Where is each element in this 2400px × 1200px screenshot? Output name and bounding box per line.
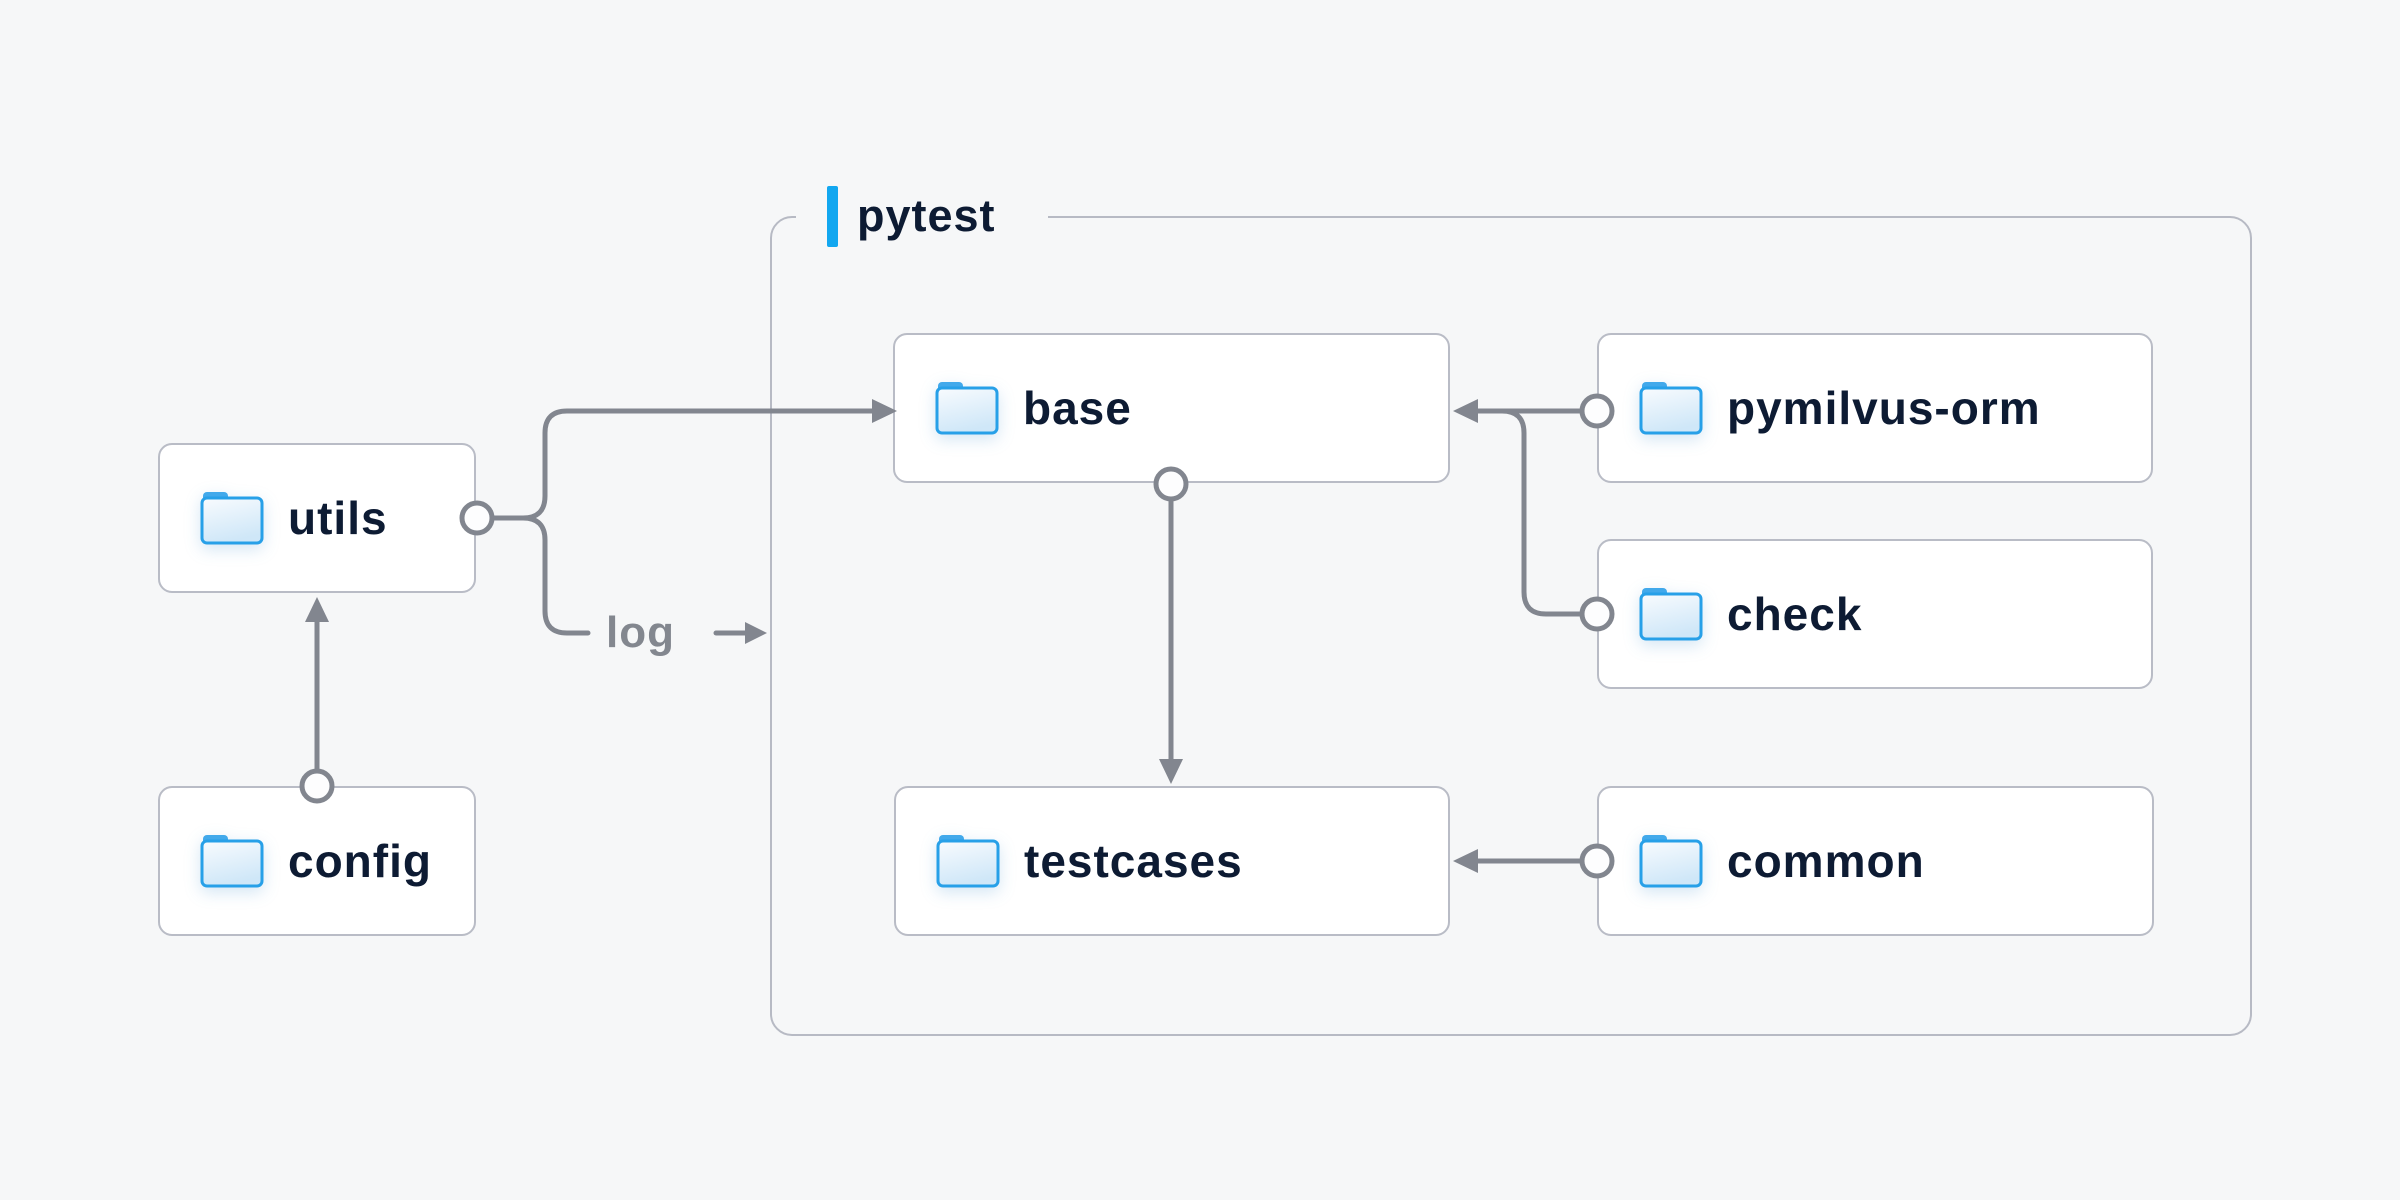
node-common: common [1597, 786, 2154, 936]
edge-config-utils [299, 597, 335, 804]
label-accent-bar [827, 186, 838, 247]
folder-icon [935, 382, 999, 435]
node-label: pymilvus-orm [1727, 382, 2041, 434]
folder-icon [200, 492, 264, 545]
pytest-group-container [770, 216, 2252, 1036]
node-label: config [288, 835, 432, 887]
node-testcases: testcases [894, 786, 1450, 936]
node-config: config [158, 786, 476, 936]
folder-icon [936, 835, 1000, 888]
container-label-mask [796, 209, 1048, 225]
container-label: pytest [857, 190, 996, 241]
folder-icon [1639, 382, 1703, 435]
edge-utils-log [489, 515, 767, 644]
edge-check-base [1499, 408, 1615, 632]
edge-label-log: log [606, 608, 675, 657]
edge-base-testcases [1153, 466, 1189, 784]
folder-icon [1639, 588, 1703, 641]
node-label: common [1727, 835, 1925, 887]
edge-common-testcases [1453, 843, 1615, 879]
node-utils: utils [158, 443, 476, 593]
node-label: utils [288, 492, 388, 544]
node-label: base [1023, 382, 1132, 434]
node-label: check [1727, 588, 1863, 640]
node-base: base [893, 333, 1450, 483]
node-check: check [1597, 539, 2153, 689]
edge-pymilvus-orm-base [1453, 393, 1615, 429]
folder-icon [200, 835, 264, 888]
folder-icon [1639, 835, 1703, 888]
node-pymilvus-orm: pymilvus-orm [1597, 333, 2153, 483]
edge-utils-base [459, 399, 897, 536]
node-label: testcases [1024, 835, 1243, 887]
